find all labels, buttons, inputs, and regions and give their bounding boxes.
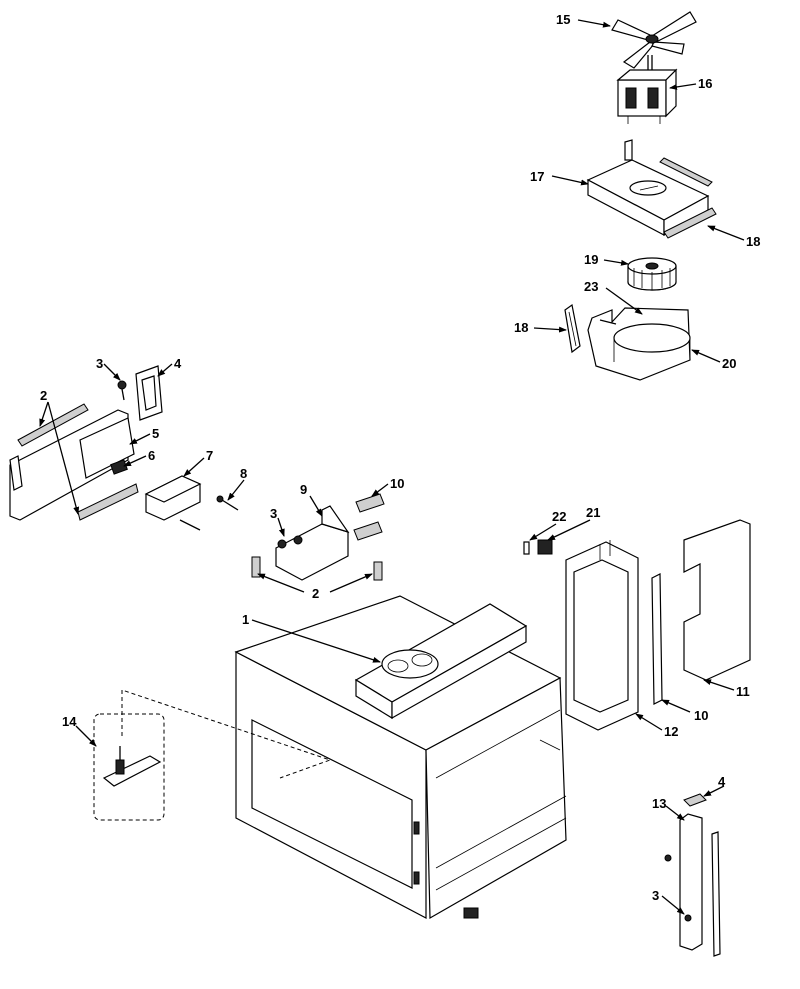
part-label-6: 6	[148, 448, 155, 463]
screw-part	[117, 380, 127, 401]
oven-cavity-part	[234, 595, 567, 920]
part-label-18: 18	[746, 234, 760, 249]
part-number-labels: 15 16 17 18 19 23 18 20 3 4 2 5 6 7 8 10…	[40, 12, 760, 903]
gasket-pad-upper	[353, 493, 385, 541]
gasket-strip-upper	[659, 157, 717, 239]
part-label-7: 7	[206, 448, 213, 463]
part-label-23: 23	[584, 279, 598, 294]
left-bracket-assembly	[9, 403, 139, 521]
gasket-ring-lower	[564, 303, 581, 354]
gasket-pad-small	[251, 556, 383, 581]
transformer-part	[144, 475, 202, 531]
part-label-2-mid: 2	[312, 586, 319, 601]
inset-detail-box	[93, 689, 332, 821]
gasket-strip-right	[651, 573, 663, 705]
part-label-11: 11	[736, 684, 750, 699]
fan-blade-part	[611, 11, 697, 69]
blower-wheel-part	[627, 257, 677, 291]
part-label-8: 8	[240, 466, 247, 481]
part-label-12: 12	[664, 724, 678, 739]
fastener-part	[216, 495, 239, 511]
side-duct-part	[565, 540, 639, 731]
part-label-13: 13	[652, 796, 666, 811]
fan-motor-part	[616, 55, 678, 124]
part-label-4-top: 4	[174, 356, 182, 371]
switch-parts	[523, 539, 553, 555]
part-label-22: 22	[552, 509, 566, 524]
leader-lines	[39, 19, 745, 915]
side-strip-part	[664, 793, 721, 957]
part-label-21: 21	[586, 505, 600, 520]
part-label-20: 20	[722, 356, 736, 371]
part-label-10-right: 10	[694, 708, 708, 723]
part-label-17: 17	[530, 169, 544, 184]
part-label-18-lower: 18	[514, 320, 528, 335]
part-label-3-bottom: 3	[652, 888, 659, 903]
motor-bracket-part	[586, 139, 710, 237]
part-label-3-top: 3	[96, 356, 103, 371]
blower-housing-part	[587, 307, 691, 381]
part-label-1: 1	[242, 612, 249, 627]
part-label-19: 19	[584, 252, 598, 267]
gasket-frame-left	[135, 365, 163, 421]
part-label-4-bottom: 4	[718, 774, 726, 789]
part-label-16: 16	[698, 76, 712, 91]
part-label-14: 14	[62, 714, 77, 729]
part-label-3-mid: 3	[270, 506, 277, 521]
part-label-5: 5	[152, 426, 159, 441]
part-label-10-mid: 10	[390, 476, 404, 491]
back-panel-part	[683, 519, 751, 681]
bracket-part	[275, 505, 350, 581]
part-label-15: 15	[556, 12, 570, 27]
part-label-2-left: 2	[40, 388, 47, 403]
part-label-9: 9	[300, 482, 307, 497]
